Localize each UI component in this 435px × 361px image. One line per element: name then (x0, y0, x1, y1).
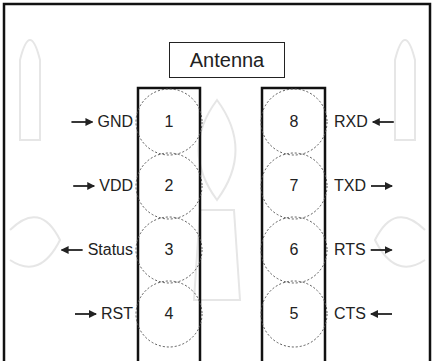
signal-arrow (371, 185, 392, 187)
housing-frame (4, 4, 430, 361)
pin-circle: 3 (135, 216, 203, 284)
pin-circle: 5 (260, 280, 328, 348)
pin-header-right (262, 88, 325, 361)
signal-arrow (71, 121, 92, 123)
signal-name: RXD (334, 114, 368, 130)
pin-number: 3 (165, 241, 174, 259)
signal-name: RTS (334, 242, 366, 258)
pin-circle: 7 (260, 152, 328, 220)
antenna-box: Antenna (169, 42, 285, 78)
signal-arrow (371, 249, 392, 251)
pin-circle: 8 (260, 88, 328, 156)
signal-arrow (73, 185, 94, 187)
antenna-label: Antenna (190, 49, 265, 72)
signal-name: CTS (334, 306, 366, 322)
pin-circle: 1 (135, 88, 203, 156)
pin-number: 5 (290, 305, 299, 323)
signal-arrow (75, 313, 96, 315)
pin-circle: 2 (135, 152, 203, 220)
signal-arrow (371, 313, 392, 315)
pin-number: 1 (165, 113, 174, 131)
pin-number: 7 (290, 177, 299, 195)
pin-number: 8 (290, 113, 299, 131)
watermark (10, 40, 425, 300)
signal-arrow (62, 249, 83, 251)
signal-name: VDD (99, 178, 133, 194)
pin-number: 6 (290, 241, 299, 259)
signal-name: GND (97, 114, 133, 130)
signal-arrow (373, 121, 394, 123)
signal-name: TXD (334, 178, 366, 194)
signal-name: RST (101, 306, 133, 322)
pin-number: 4 (165, 305, 174, 323)
pin-number: 2 (165, 177, 174, 195)
signal-name: Status (88, 242, 133, 258)
pin-circle: 6 (260, 216, 328, 284)
pin-circle: 4 (135, 280, 203, 348)
